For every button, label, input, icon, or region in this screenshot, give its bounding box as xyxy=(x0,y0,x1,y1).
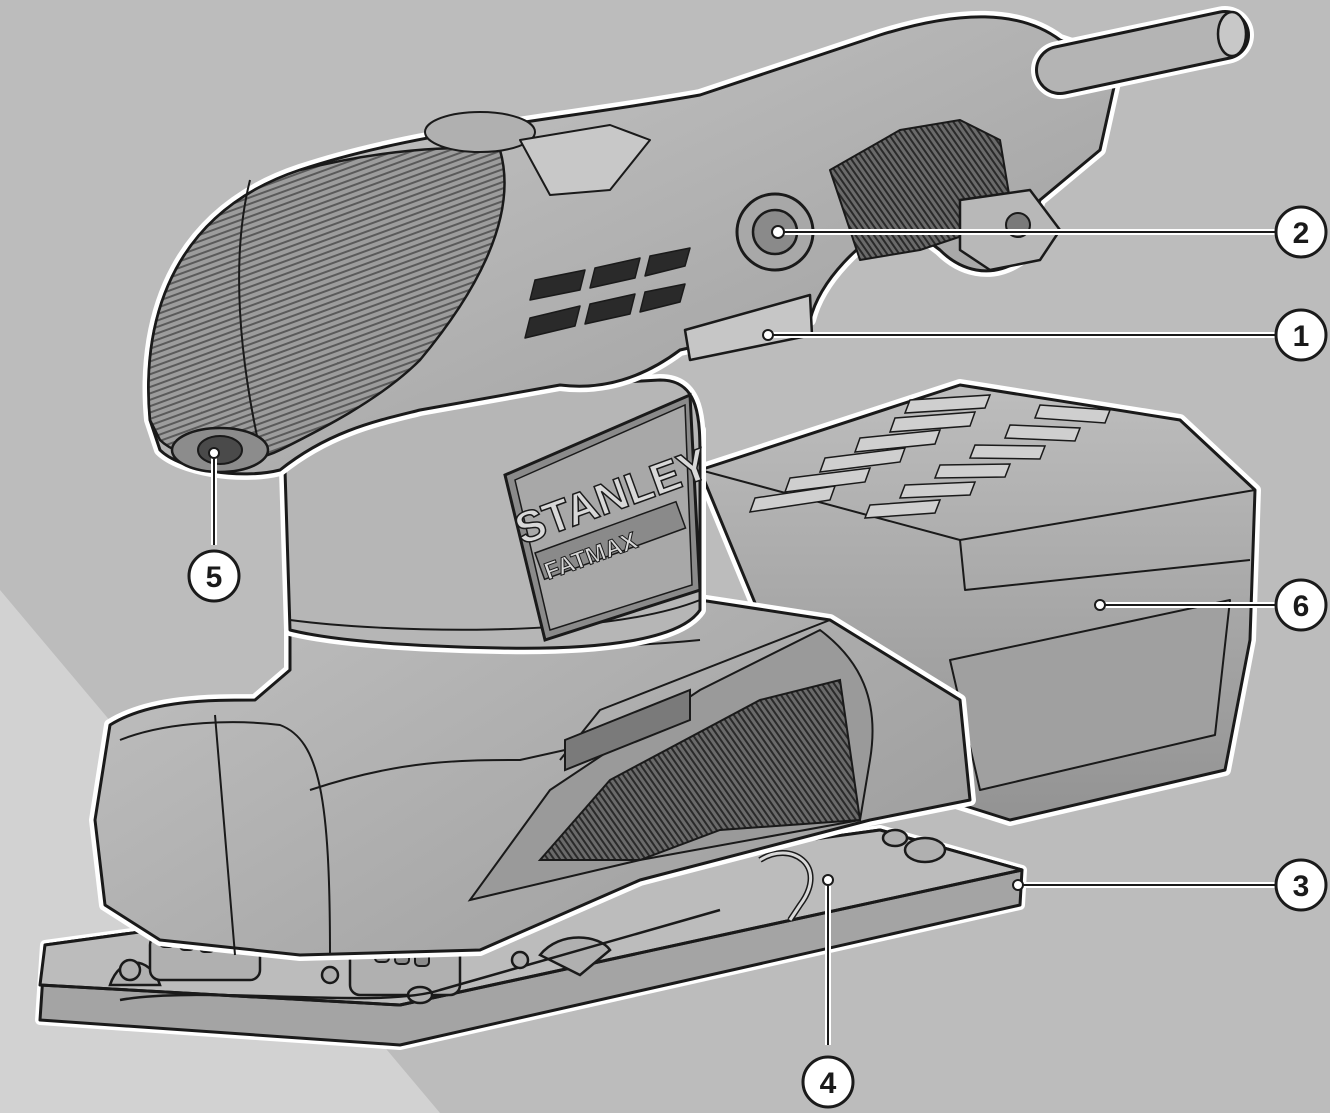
callout-3: 3 xyxy=(1274,858,1328,912)
callout-4-label: 4 xyxy=(820,1067,837,1100)
callout-1-label: 1 xyxy=(1293,320,1310,353)
brand-badge: STANLEY FATMAX xyxy=(503,392,716,642)
callout-1: 1 xyxy=(1274,308,1328,362)
callout-6: 6 xyxy=(1274,578,1328,632)
callout-5: 5 xyxy=(187,549,241,603)
callout-6-label: 6 xyxy=(1293,590,1310,623)
power-cord xyxy=(1031,6,1254,99)
callout-2: 2 xyxy=(1274,205,1328,259)
front-knob xyxy=(170,426,270,474)
side-vent-grill xyxy=(467,628,874,902)
leader-lines xyxy=(211,229,1275,1045)
callout-4: 4 xyxy=(801,1055,855,1109)
callout-2-label: 2 xyxy=(1293,217,1310,250)
leader-dots xyxy=(208,225,1106,891)
callout-3-label: 3 xyxy=(1293,870,1310,903)
handle xyxy=(142,10,1126,480)
dust-box-vents xyxy=(748,394,1112,519)
callout-5-label: 5 xyxy=(206,561,223,594)
